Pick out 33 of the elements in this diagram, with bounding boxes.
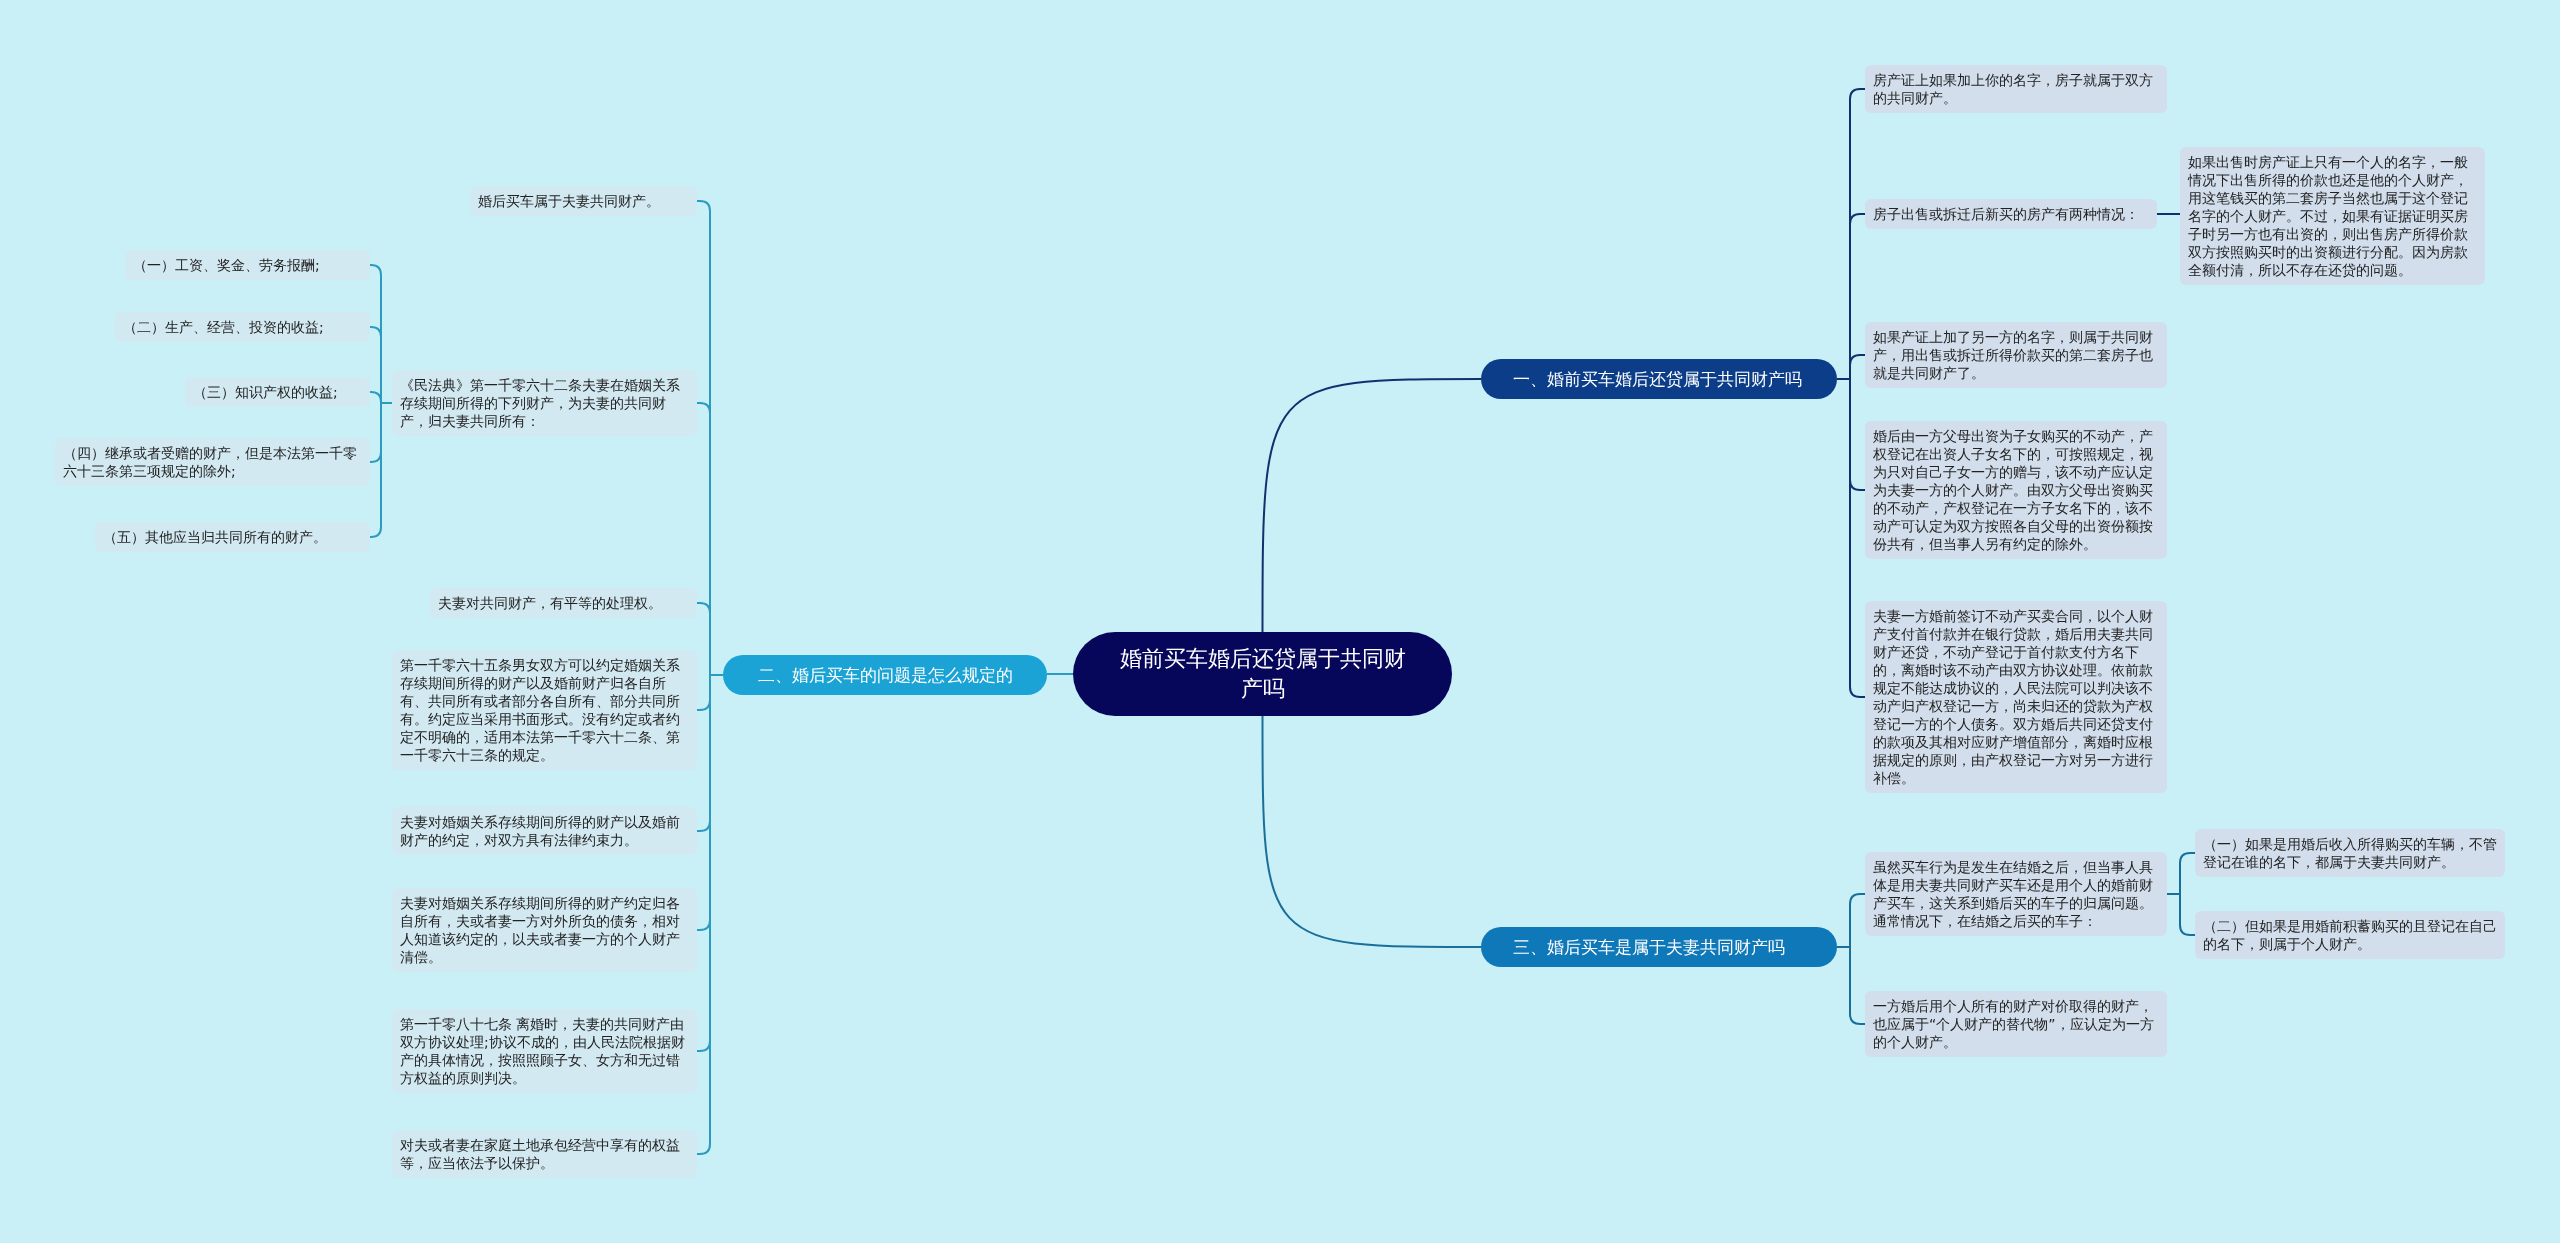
text-card: （三）知识产权的收益;	[185, 377, 370, 407]
connector-line	[2166, 893, 2196, 936]
connector-line	[1261, 378, 1482, 633]
text-card: （一）工资、奖金、劳务报酬;	[125, 250, 370, 280]
central-topic: 婚前买车婚后还贷属于共同财产吗	[1073, 632, 1452, 716]
connector-line	[2156, 213, 2181, 215]
text-card: 房子出售或拆迁后新买的房产有两种情况：	[1865, 199, 2157, 229]
text-card: 第一千零八十七条 离婚时，夫妻的共同财产由双方协议处理;协议不成的，由人民法院根据财产的具体情况，按照照顾子女、女方和无过错方权益的原则判决。	[392, 1009, 697, 1093]
branch-topic: 三、婚后买车是属于夫妻共同财产吗	[1481, 927, 1837, 967]
text-card: （四）继承或者受赠的财产，但是本法第一千零六十三条第三项规定的除外;	[55, 438, 370, 486]
text-card: 如果产证上加了另一方的名字，则属于共同财产，用出售或拆迁所得价款买的第二套房子也就是共同财产了。	[1865, 322, 2167, 388]
connector-line	[1046, 673, 1074, 675]
text-card: 婚后买车属于夫妻共同财产。	[470, 186, 697, 216]
branch-topic: 二、婚后买车的问题是怎么规定的	[723, 655, 1047, 695]
connector-line	[1836, 378, 1866, 698]
text-card: 《民法典》第一千零六十二条夫妻在婚姻关系存续期间所得的下列财产，为夫妻的共同财产，归夫妻共同所有：	[392, 370, 697, 436]
text-card: 夫妻一方婚前签订不动产买卖合同，以个人财产支付首付款并在银行贷款，婚后用夫妻共同财产还贷，不动产登记于首付款支付方名下的，离婚时该不动产由双方协议处理。依前款规定不能达成协议的，人民法院可以判决该不动产归产权登记一方，尚未归还的贷款为产权登记一方的个人债务。双方婚后共同还贷支付的款项及其相对应财产增值部分，离婚时应根据规定的原则，由产权登记一方对另一方进行补偿。	[1865, 601, 2167, 793]
text-card: 婚后由一方父母出资为子女购买的不动产，产权登记在出资人子女名下的，可按照规定，视为只对自己子女一方的赠与，该不动产应认定为夫妻一方的个人财产。由双方父母出资购买的不动产，产权登记在一方子女名下的，该不动产可认定为双方按照各自父母的出资份额按份共有，但当事人另有约定的除外。	[1865, 421, 2167, 559]
text-card: 夫妻对婚姻关系存续期间所得的财产约定归各自所有，夫或者妻一方对外所负的债务，相对人知道该约定的，以夫或者妻一方的个人财产清偿。	[392, 888, 697, 972]
text-card: 如果出售时房产证上只有一个人的名字，一般情况下出售所得的价款也还是他的个人财产，用这笔钱买的第二套房子当然也属于这个登记名字的个人财产。不过，如果有证据证明买房子时另一方也有出资的，则出售房产所得价款双方按照购买时的出资额进行分配。因为房款全额付清，所以不存在还贷的问题。	[2180, 147, 2485, 285]
text-card: （二）但如果是用婚前积蓄购买的且登记在自己的名下，则属于个人财产。	[2195, 911, 2505, 959]
text-card: 对夫或者妻在家庭土地承包经营中享有的权益等，应当依法予以保护。	[392, 1130, 697, 1178]
connector-line	[1261, 715, 1482, 948]
text-card: 虽然买车行为是发生在结婚之后，但当事人具体是用夫妻共同财产买车还是用个人的婚前财产买车，这关系到婚后买的车子的归属问题。通常情况下，在结婚之后买的车子：	[1865, 852, 2167, 936]
text-card: （五）其他应当归共同所有的财产。	[95, 522, 370, 552]
text-card: 夫妻对共同财产，有平等的处理权。	[430, 588, 697, 618]
text-card: 夫妻对婚姻关系存续期间所得的财产以及婚前财产的约定，对双方具有法律约束力。	[392, 807, 697, 855]
text-card: 房产证上如果加上你的名字，房子就属于双方的共同财产。	[1865, 65, 2167, 113]
branch-topic: 一、婚前买车婚后还贷属于共同财产吗	[1481, 359, 1837, 399]
text-card: （二）生产、经营、投资的收益;	[115, 312, 370, 342]
text-card: （一）如果是用婚后收入所得购买的车辆，不管登记在谁的名下，都属于夫妻共同财产。	[2195, 829, 2505, 877]
text-card: 一方婚后用个人所有的财产对价取得的财产，也应属于“个人财产的替代物”，应认定为一方的个人财产。	[1865, 991, 2167, 1057]
text-card: 第一千零六十五条男女双方可以约定婚姻关系存续期间所得的财产以及婚前财产归各自所有、共同所有或者部分各自所有、部分共同所有。约定应当采用书面形式。没有约定或者约定不明确的，适用本法第一千零六十二条、第一千零六十三条的规定。	[392, 650, 697, 770]
